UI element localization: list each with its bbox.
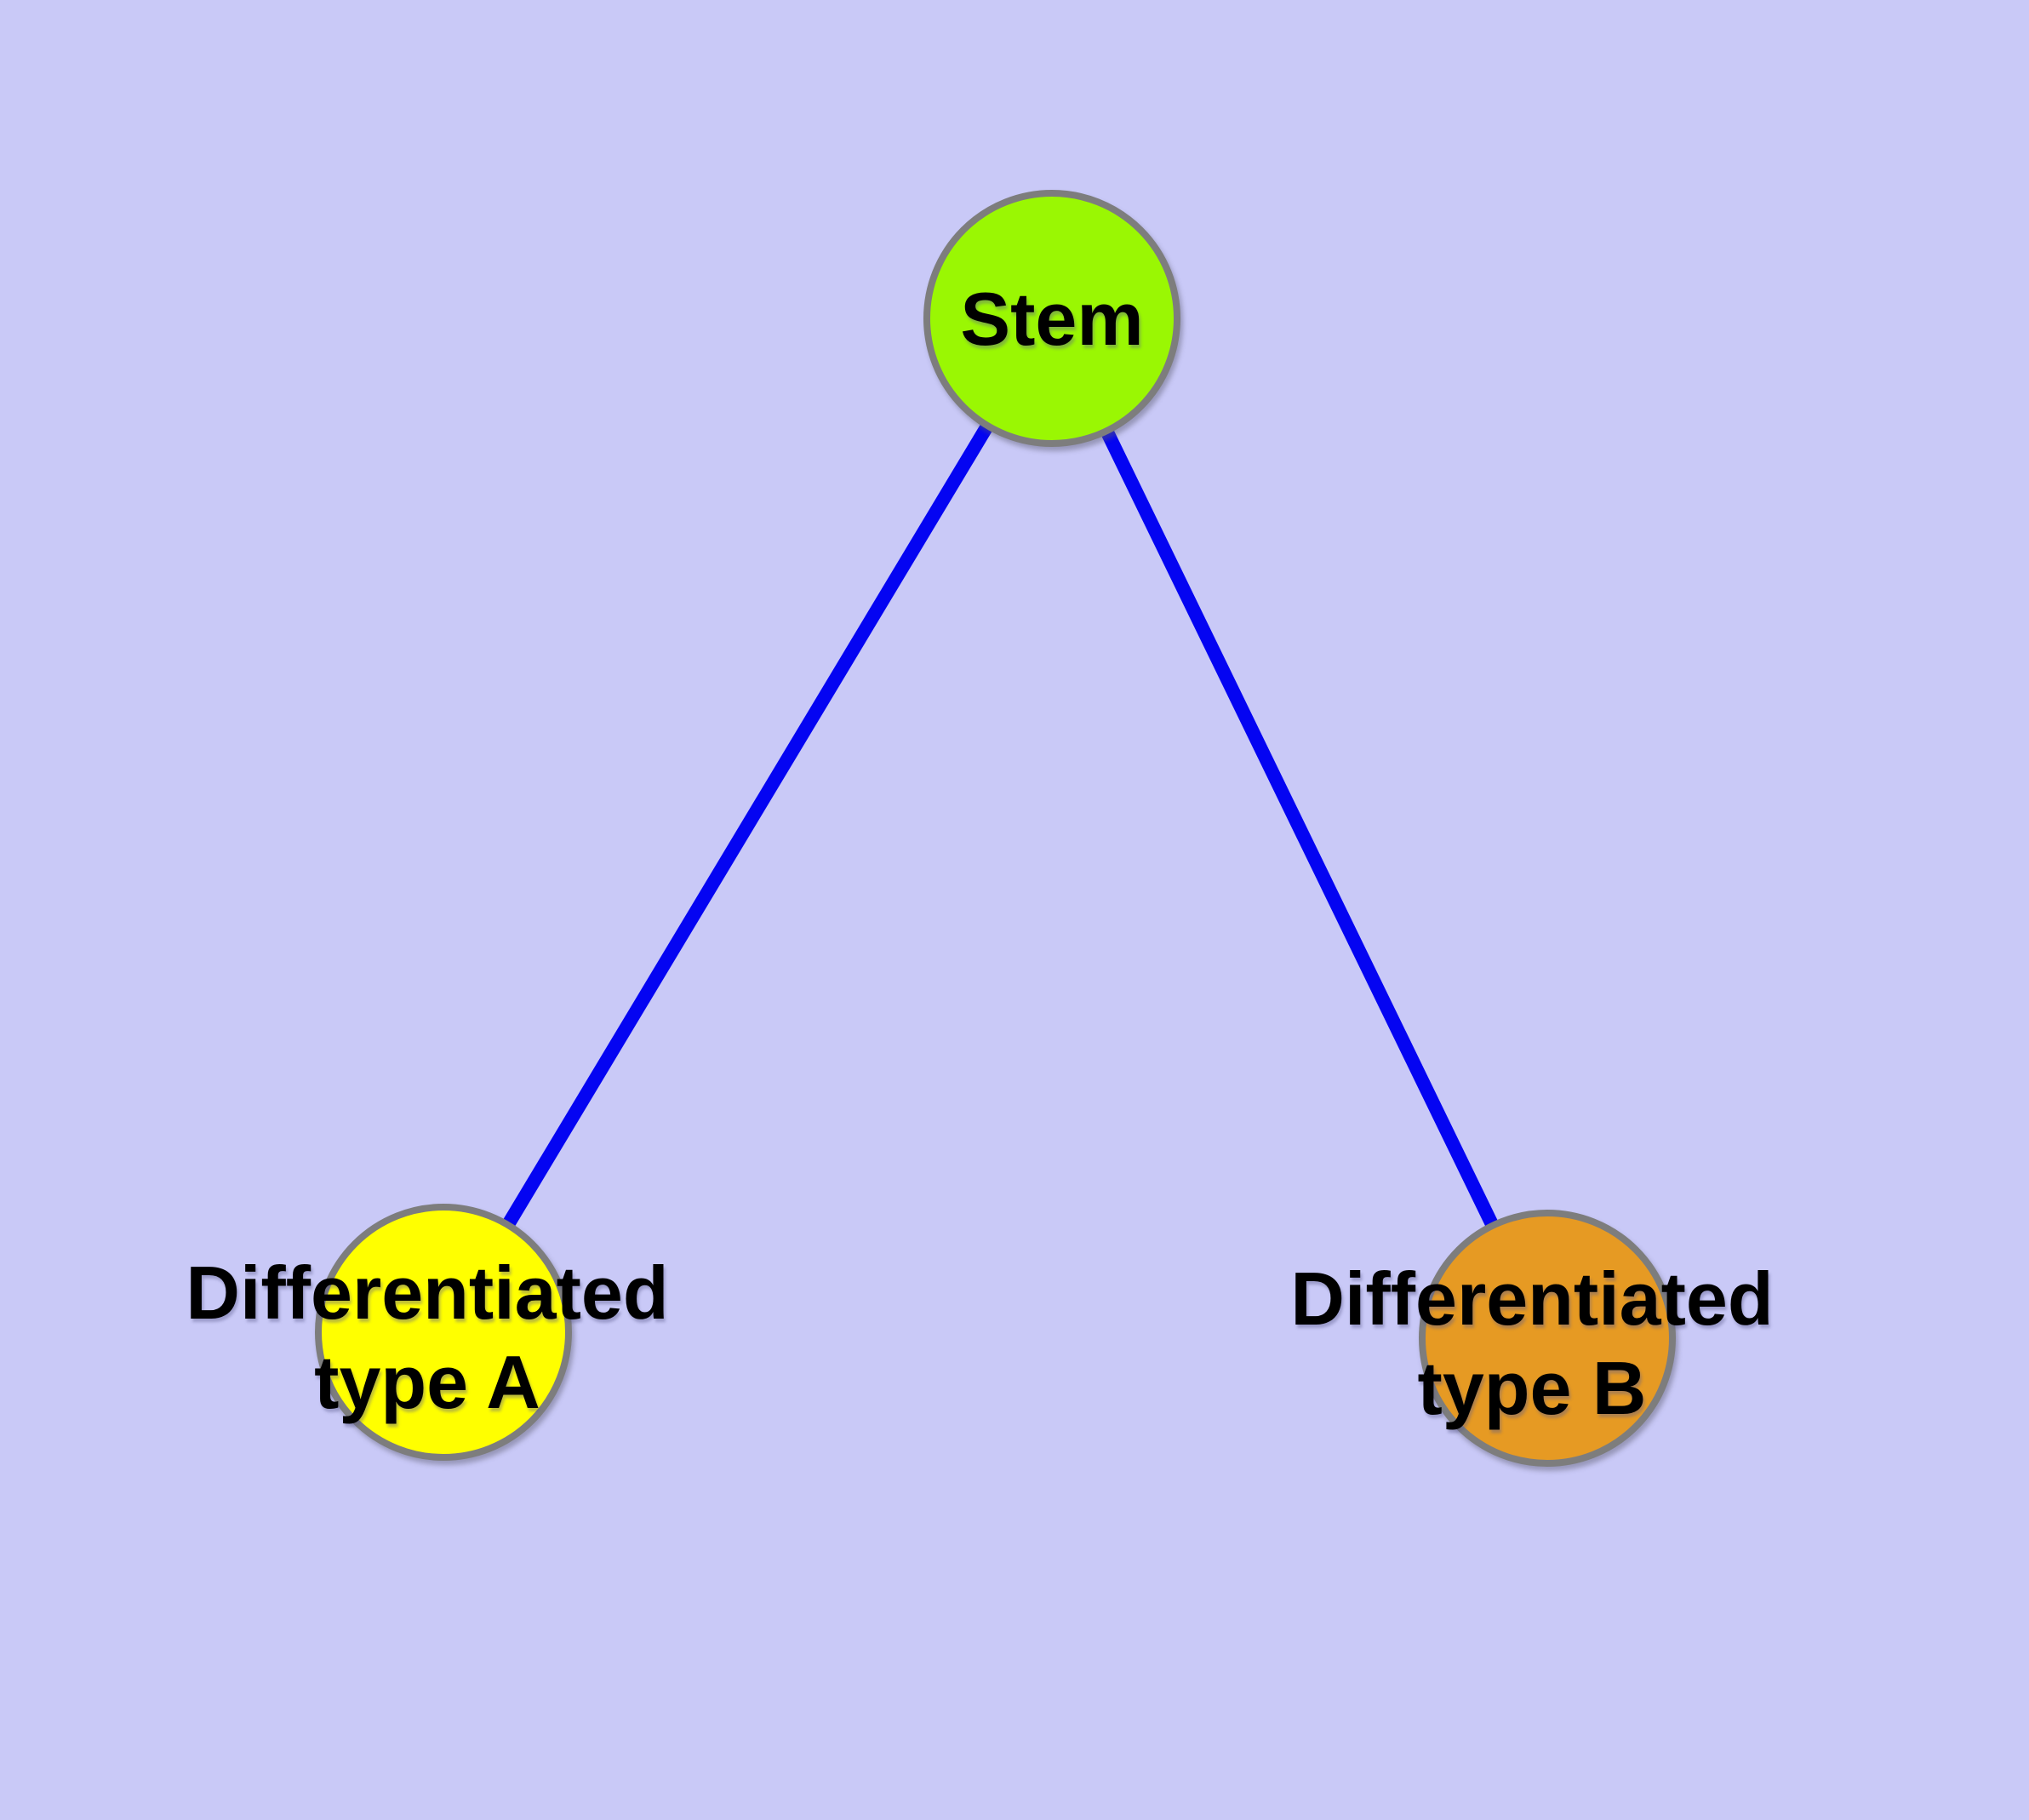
node-differentiated-type-a-label-line2: type A [314,1340,540,1424]
node-differentiated-type-a [315,1204,572,1461]
node-differentiated-type-b-label-line1: Differentiated [1290,1256,1774,1341]
node-differentiated-type-b [1419,1210,1676,1467]
node-differentiated-type-b-label: Differentiated type B [1290,1254,1773,1433]
node-differentiated-type-a-label: Differentiated type A [186,1248,668,1427]
edge-stem-to-type-a [437,314,1058,1336]
edge-stem-to-type-b [1045,315,1554,1342]
node-differentiated-type-a-label-line1: Differentiated [186,1251,669,1335]
node-stem: Stem [923,190,1180,447]
node-differentiated-type-b-label-line2: type B [1417,1346,1647,1430]
node-stem-label: Stem [960,276,1144,361]
